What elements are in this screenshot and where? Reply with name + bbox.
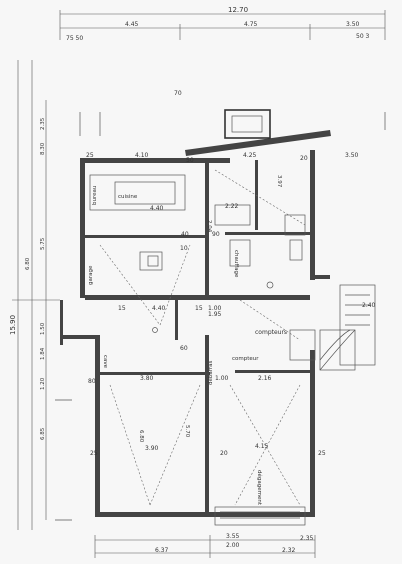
small-label: 70 [174,90,182,97]
tick-marks [55,112,386,521]
small-label: 25 [86,152,94,159]
entrance [214,506,306,526]
room-label-cave: cave [102,355,108,369]
dim-side-f: 5.75 [40,237,46,250]
small-label: 15 [118,305,126,312]
dim-interior-5: 1.95 [208,311,222,318]
dim-interior-14: 2.04 [206,220,212,233]
staircase [339,284,376,366]
interior-walls [60,158,313,515]
room-living-width: 3.90 [145,445,159,452]
dim-side-a: 8.30 [40,142,46,155]
room-label-cuisine: cuisine [118,194,138,200]
dim-top-small-right: 50 3 [356,33,370,40]
dim-interior-10: 2.16 [258,375,272,382]
door-swings [99,169,306,506]
dim-side-e: 1.84 [40,347,46,360]
room-salon-height: 5.70 [184,425,190,438]
dim-interior-1: 4.10 [135,152,149,159]
small-label: 20 [220,450,228,457]
dim-top-right: 3.50 [346,21,360,28]
dim-top-mid: 4.75 [244,21,258,28]
small-label: 80 [88,378,96,385]
dim-interior-13: 3.97 [276,175,282,188]
dim-interior-12: 4.40 [152,305,166,312]
dim-interior-4: 2.22 [225,203,239,210]
dim-top-left: 4.45 [125,21,139,28]
small-label: 90 [212,231,220,238]
dim-bottom-a: 6.37 [155,547,169,554]
room-label-chambre-dim: 4.40 [150,205,164,212]
dim-side-d: 1.20 [40,377,46,390]
small-label: 25 [90,450,98,457]
small-label: 10 [180,245,188,252]
dim-interior-3: 3.50 [345,152,359,159]
dim-bottom-d: 2.32 [282,547,296,554]
exterior-walls [60,130,331,517]
dim-total-width: 12.70 [228,6,248,14]
dim-bottom-b: 3.55 [226,533,240,540]
room-label-compteur: compteur [232,356,259,362]
interior-dimensions: 4.10 4.25 3.50 2.22 1.95 1.00 2.40 3.80 … [135,152,376,382]
small-label: 20 [300,155,308,162]
small-label: 60 [180,345,188,352]
dim-lower-height: 6.85 [40,427,46,440]
dim-interior-2: 4.25 [243,152,257,159]
dim-total-height: 15.90 [9,315,17,335]
small-label: 15 [195,305,203,312]
room-label-bureau: bureau [92,186,98,205]
room-label-compteurs: compteurs [255,329,287,336]
dim-side-b: 2.35 [40,117,46,130]
dim-bottom-c: 2.00 [226,542,240,549]
dim-interior-6: 1.00 [208,305,222,312]
room-label-degagement: dégagement [256,470,263,506]
room-label-chauffage: chauffage [233,250,239,278]
bottom-dimension-chain: 6.37 3.55 2.00 2.32 2.35 [94,533,316,558]
room-salon-width: 4.15 [255,443,269,450]
room-labels: bureau cuisine 4.40 chauffage garage com… [88,186,287,506]
dim-bottom-e: 2.35 [300,535,314,542]
small-label: 40 [181,231,189,238]
room-label-debarras: débarras [207,360,214,385]
fixtures [89,174,356,371]
bay-window [224,109,271,139]
dim-interior-9: 1.00 [215,375,229,382]
room-living-height: 6.80 [138,430,144,443]
left-dimension-chain: 15.90 6.80 6.85 5.75 8.30 2.35 1.50 1.20… [9,60,60,530]
room-label-garage: garage [88,265,94,285]
dim-top-small-left: 75 50 [66,35,83,42]
small-label: 50 [186,157,194,164]
dim-upper-height: 6.80 [25,257,31,270]
top-dimension-chain: 12.70 4.45 4.75 3.50 75 50 50 3 [59,6,386,42]
dim-interior-8: 3.80 [140,375,154,382]
dim-interior-7: 2.40 [362,302,376,309]
small-labels: 25 50 20 15 25 20 10 15 90 60 40 80 70 2… [86,90,326,457]
small-label: 25 [318,450,326,457]
dim-side-c: 1.50 [40,322,46,335]
